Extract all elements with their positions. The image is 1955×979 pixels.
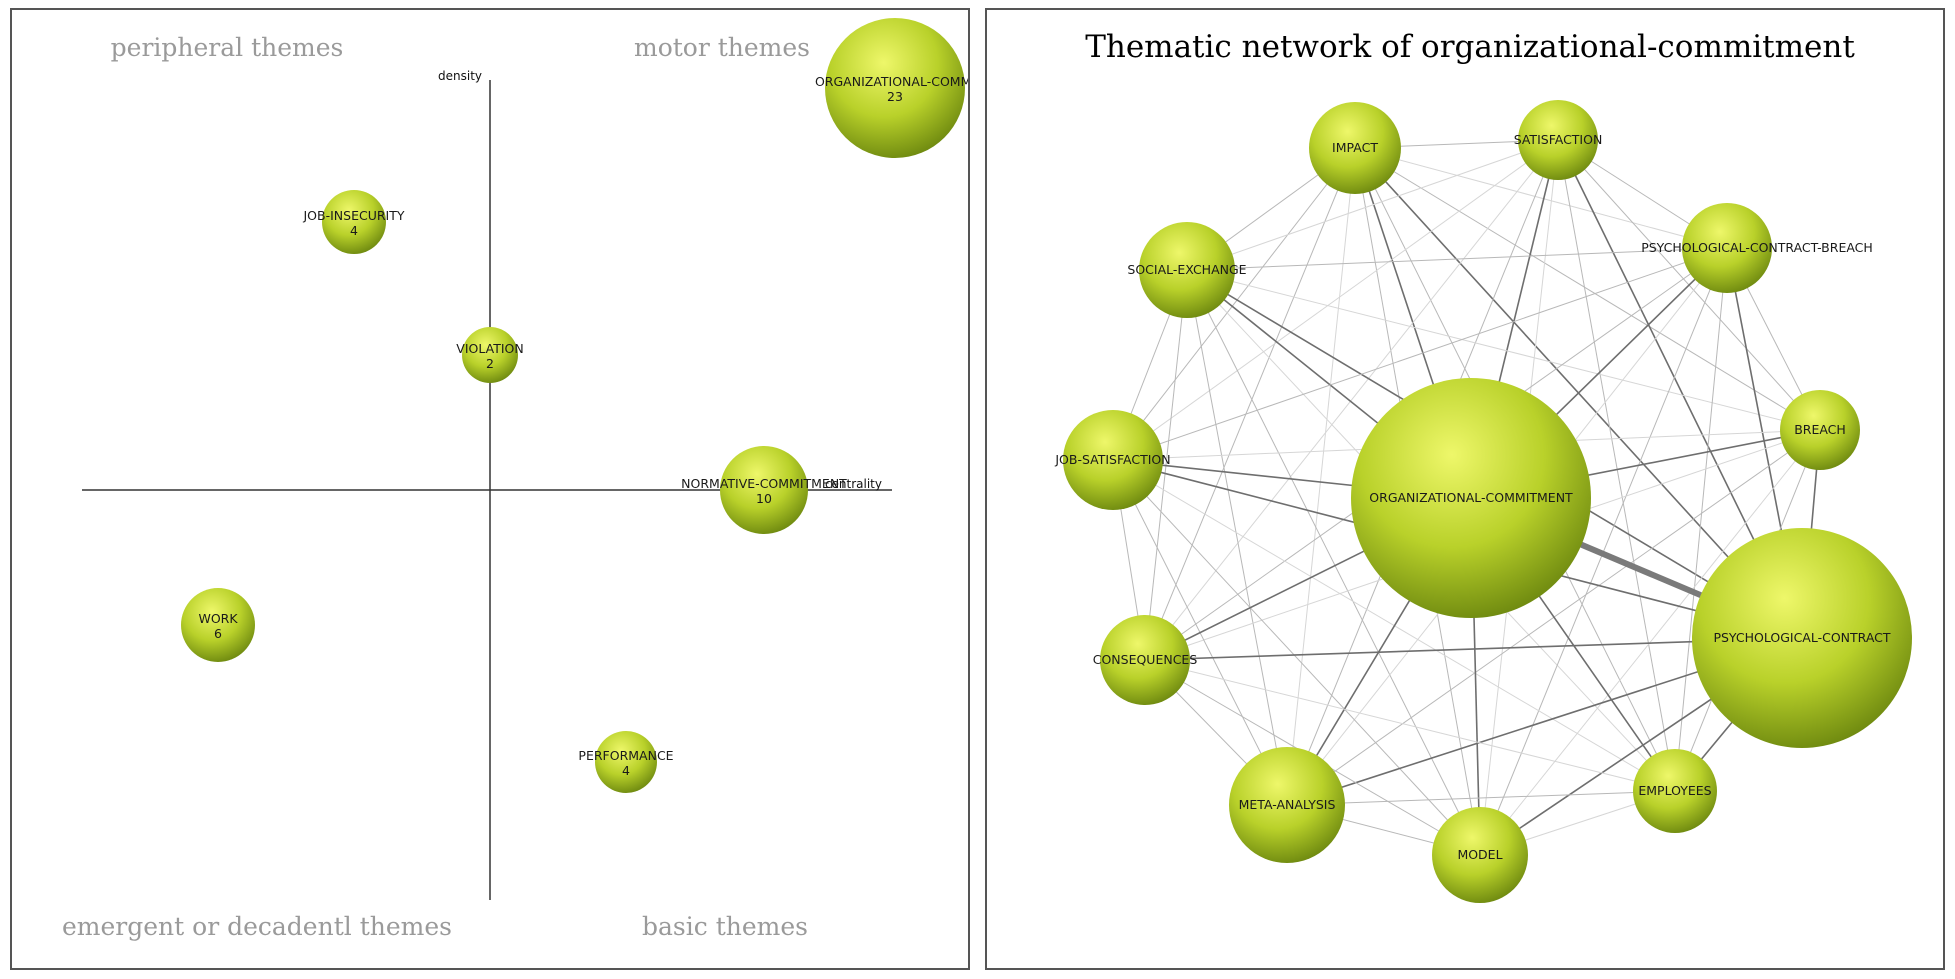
network-edge (1144, 147, 1356, 661)
theme-name: WORK (198, 611, 238, 626)
theme-name: VIOLATION (456, 341, 523, 356)
network-node-label: PSYCHOLOGICAL-CONTRACT-BREACH (1641, 240, 1873, 255)
network-edge (1557, 139, 1676, 792)
network-node-circle (1633, 749, 1717, 833)
network-node-circle (1682, 203, 1772, 293)
network-node-circle (1100, 615, 1190, 705)
network-node-circle (1351, 378, 1591, 618)
theme-bubble-circle (181, 588, 255, 662)
network-node-circle (1229, 747, 1345, 863)
theme-count: 4 (350, 223, 358, 238)
network-node-circle (1432, 807, 1528, 903)
network-title: Thematic network of organizational-commi… (1085, 29, 1855, 65)
network-edge (1144, 659, 1676, 792)
network-node: CONSEQUENCES (1093, 615, 1198, 705)
network-edge (1354, 147, 1821, 431)
theme-name: NORMATIVE-COMMITMENT (681, 476, 847, 491)
network-node-label: MODEL (1457, 847, 1502, 862)
network-node-circle (1692, 528, 1912, 748)
network-edge (1112, 247, 1728, 461)
centrality-axis-label: centrality (825, 477, 882, 491)
network-edge (1286, 147, 1356, 806)
network-node-label: BREACH (1794, 422, 1846, 437)
theme-bubbles: ORGANIZATIONAL-COMMI23JOB-INSECURITY4VIO… (181, 18, 975, 793)
network-edge (1186, 247, 1728, 271)
network-edge (1112, 459, 1481, 856)
network-node-label: ORGANIZATIONAL-COMMITMENT (1369, 490, 1573, 505)
theme-count: 10 (756, 491, 772, 506)
network-node: PSYCHOLOGICAL-CONTRACT-BREACH (1641, 203, 1873, 293)
network-node-label: PSYCHOLOGICAL-CONTRACT (1713, 630, 1890, 645)
strategic-map: peripheral themes motor themes emergent … (62, 18, 975, 941)
network-node-label: SATISFACTION (1514, 132, 1603, 147)
network-edge (1144, 139, 1559, 661)
network-edge (1286, 790, 1676, 806)
network-edge (1112, 139, 1559, 461)
network-node: MODEL (1432, 807, 1528, 903)
network-node: SATISFACTION (1514, 100, 1603, 180)
quadrant-label-peripheral: peripheral themes (111, 33, 344, 62)
quadrant-label-emergent: emergent or decadentl themes (62, 912, 452, 941)
theme-name: PERFORMANCE (578, 748, 673, 763)
network-edge (1186, 269, 1288, 806)
quadrant-label-basic: basic themes (642, 912, 808, 941)
theme-bubble-circle (720, 446, 808, 534)
theme-bubble-circle (462, 327, 518, 383)
strategic-map-panel: peripheral themes motor themes emergent … (10, 8, 970, 970)
network-node: JOB-SATISFACTION (1054, 410, 1171, 510)
network-edge (1186, 269, 1821, 431)
network-nodes: IMPACT SATISFACTION SOCIAL-EXCHANGE PSYCHOL… (1054, 100, 1912, 903)
network-node: IMPACT (1309, 102, 1401, 194)
network-node-circle (1063, 410, 1163, 510)
network-node: BREACH (1780, 390, 1860, 470)
theme-bubble-circle (595, 731, 657, 793)
network-edge (1354, 147, 1728, 249)
theme-count: 6 (214, 626, 222, 641)
theme-count: 4 (622, 763, 630, 778)
network-node: ORGANIZATIONAL-COMMITMENT (1351, 378, 1591, 618)
network-node-circle (1139, 222, 1235, 318)
thematic-network: Thematic network of organizational-commi… (1054, 29, 1912, 903)
network-node-label: EMPLOYEES (1638, 783, 1711, 798)
quadrant-label-motor: motor themes (634, 33, 810, 62)
network-node-label: IMPACT (1332, 140, 1378, 155)
network-edge (1674, 247, 1728, 792)
network-node: PSYCHOLOGICAL-CONTRACT (1692, 528, 1912, 748)
theme-count: 23 (887, 89, 903, 104)
network-node-circle (1309, 102, 1401, 194)
network-edge (1112, 147, 1356, 461)
theme-bubble-circle (825, 18, 965, 158)
network-node: SOCIAL-EXCHANGE (1127, 222, 1247, 318)
network-edge (1186, 139, 1559, 271)
network-panel: Thematic network of organizational-commi… (985, 8, 1945, 970)
density-axis-label: density (438, 69, 482, 83)
network-node-circle (1780, 390, 1860, 470)
network-node-circle (1518, 100, 1598, 180)
network-node-label: SOCIAL-EXCHANGE (1127, 262, 1246, 277)
theme-count: 2 (486, 356, 494, 371)
network-node-label: CONSEQUENCES (1093, 652, 1198, 667)
theme-name: JOB-INSECURITY (302, 208, 404, 223)
theme-bubble-circle (322, 190, 386, 254)
theme-name: ORGANIZATIONAL-COMMI (815, 74, 975, 89)
network-node: EMPLOYEES (1633, 749, 1717, 833)
network-node: META-ANALYSIS (1229, 747, 1345, 863)
network-node-label: JOB-SATISFACTION (1054, 452, 1170, 467)
network-node-label: META-ANALYSIS (1239, 797, 1336, 812)
